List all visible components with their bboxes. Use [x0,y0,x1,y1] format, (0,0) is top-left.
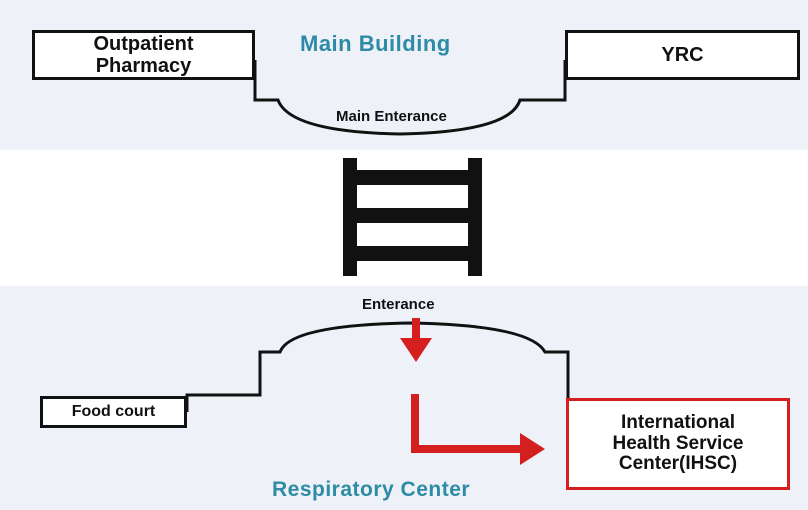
yrc-box: YRC [565,30,800,80]
ihsc-destination-box: International Health Service Center(IHSC… [566,398,790,490]
respiratory-center-outline [185,321,570,412]
arrow-right-icon [411,394,545,465]
respiratory-entrance-label: Enterance [362,296,435,313]
main-entrance-label: Main Enterance [336,108,447,125]
respiratory-center-title: Respiratory Center [272,478,471,501]
ladder-bridge-icon [343,158,482,276]
arrow-down-icon [400,318,432,362]
food-court-box: Food court [40,396,187,428]
main-building-title: Main Building [300,31,451,56]
main-building-outline [253,60,567,136]
outpatient-pharmacy-box: Outpatient Pharmacy [32,30,255,80]
